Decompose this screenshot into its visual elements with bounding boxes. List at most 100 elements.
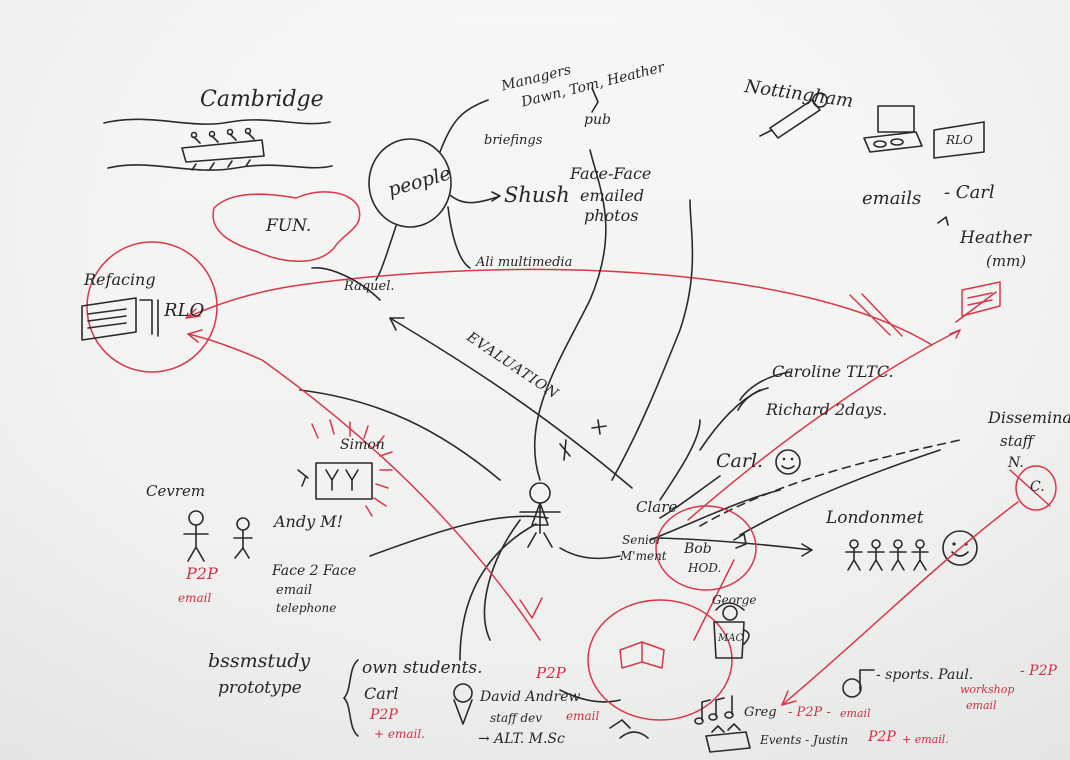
label-n: N. [1008,455,1024,471]
label-workshop: workshop [960,683,1015,696]
londonmet-figures [845,539,929,571]
evaluation-arrow [389,317,633,489]
label-email-2: email [276,583,313,598]
label-cambridge: Cambridge [200,87,324,112]
label-mac: MAC [718,633,744,644]
label-pub: pub [584,112,611,128]
bottom-red-circle [587,599,733,721]
label-clare: Clare [636,498,678,516]
label-andy-m: Andy M! [274,512,344,531]
red-link-bob-bottom [693,559,735,641]
label-bob: Bob [684,541,712,557]
label-senior: Senior [622,533,662,547]
label-email-5: email [840,707,871,720]
simon-rays [311,419,393,517]
label-rlo-small: RLO [946,133,973,147]
centre-connector-lines [299,149,941,729]
book-sketch-right [955,281,1001,323]
people-links [375,87,599,281]
red-link-refacing [187,333,541,641]
label-p2p-1: P2P [186,564,218,583]
label-mm: (mm) [986,252,1027,270]
label-prototype: prototype [218,678,302,698]
label-carl-3: Carl [364,684,399,703]
red-link-bob-top [687,329,961,521]
label-emailed: emailed [580,186,645,205]
label-sports-paul: - sports. Paul. [876,667,974,683]
label-londonmet: Londonmet [826,508,924,528]
label-alt-msc: → ALT. M.Sc [478,731,565,747]
label-carl-1: - Carl [944,182,995,203]
red-double-arrow [849,293,903,337]
label-email-4: email [966,699,997,712]
book-sketch-bottom [619,641,665,669]
punt-boat-icon [181,127,265,171]
label-p2p-2: P2P [370,707,398,723]
label-cevrem: Cevrem [146,482,206,500]
label-staff: staff [1000,432,1034,450]
tick-mark [937,216,949,226]
label-briefings: briefings [484,133,543,148]
syringe-icon [759,92,828,139]
tv-screen-icon [297,462,373,500]
label-george: George [712,593,757,607]
label-heather: Heather [960,228,1031,248]
stick-figure-centre [519,482,561,548]
people-bubble [368,138,452,228]
label-face2face: Face 2 Face [272,563,357,579]
computer-icon [863,105,985,159]
red-link-bottom-right [781,501,1019,706]
bob-circle [655,505,757,591]
label-refacing: Refacing [84,270,156,289]
label-richard-2days: Richard 2days. [766,400,888,419]
events-stage-icon [705,723,751,753]
label-carl-2: Carl. [716,450,764,472]
label-email-3: email [566,709,600,723]
label-p2p-3: P2P [536,664,566,682]
stick-figure-cevrem [183,510,209,562]
label-bssmstudy: bssmstudy [208,650,311,672]
label-disseminate: Disseminate [988,408,1070,427]
stick-figure-andy [233,517,253,559]
george-mug-icon [713,602,750,659]
david-face-icon [453,683,473,725]
red-arc-share [185,268,933,346]
label-plus-email-2: + email. [902,733,949,746]
label-staff-dev: staff dev [490,711,543,725]
ball-note-icon [842,669,875,698]
label-greg: Greg [744,705,777,720]
label-photos: photos [584,206,639,225]
label-caroline-tltc: Caroline TLTC. [772,362,894,381]
smiley-carl [775,449,801,475]
music-notes-icon [694,695,734,725]
label-simon: Simon [340,437,385,453]
book-sketch-left [81,297,159,341]
cambridge-river-sketch [103,118,333,171]
label-fun: FUN. [266,216,312,236]
refacing-circle [86,241,218,373]
label-p2p-5: - P2P - [788,705,831,720]
fun-blob [212,191,361,262]
label-hod: HOD. [688,561,722,575]
label-plus-email-1: + email. [374,727,425,741]
label-david-andrew: David Andrew [480,689,581,705]
label-events-justin: Events - Justin [760,733,849,747]
label-ali-multimedia: Ali multimedia [476,255,573,270]
pen-icon [733,533,747,549]
label-mment: M'ment [620,549,667,563]
label-p2p-4: - P2P [1020,663,1057,679]
label-telephone: telephone [276,601,337,615]
label-rlo: RLO [164,300,205,321]
label-c: C. [1030,479,1045,495]
label-raquel: Raquel. [344,279,395,294]
label-emails: emails [862,188,922,209]
label-shush: Shush [504,183,570,207]
label-email-1: email [178,591,212,605]
bssmstudy-brace [343,659,359,737]
label-own-students: own students. [362,658,483,678]
label-face-face: Face-Face [570,164,652,183]
disseminate-circle [1015,465,1057,511]
dashed-link [699,439,961,527]
